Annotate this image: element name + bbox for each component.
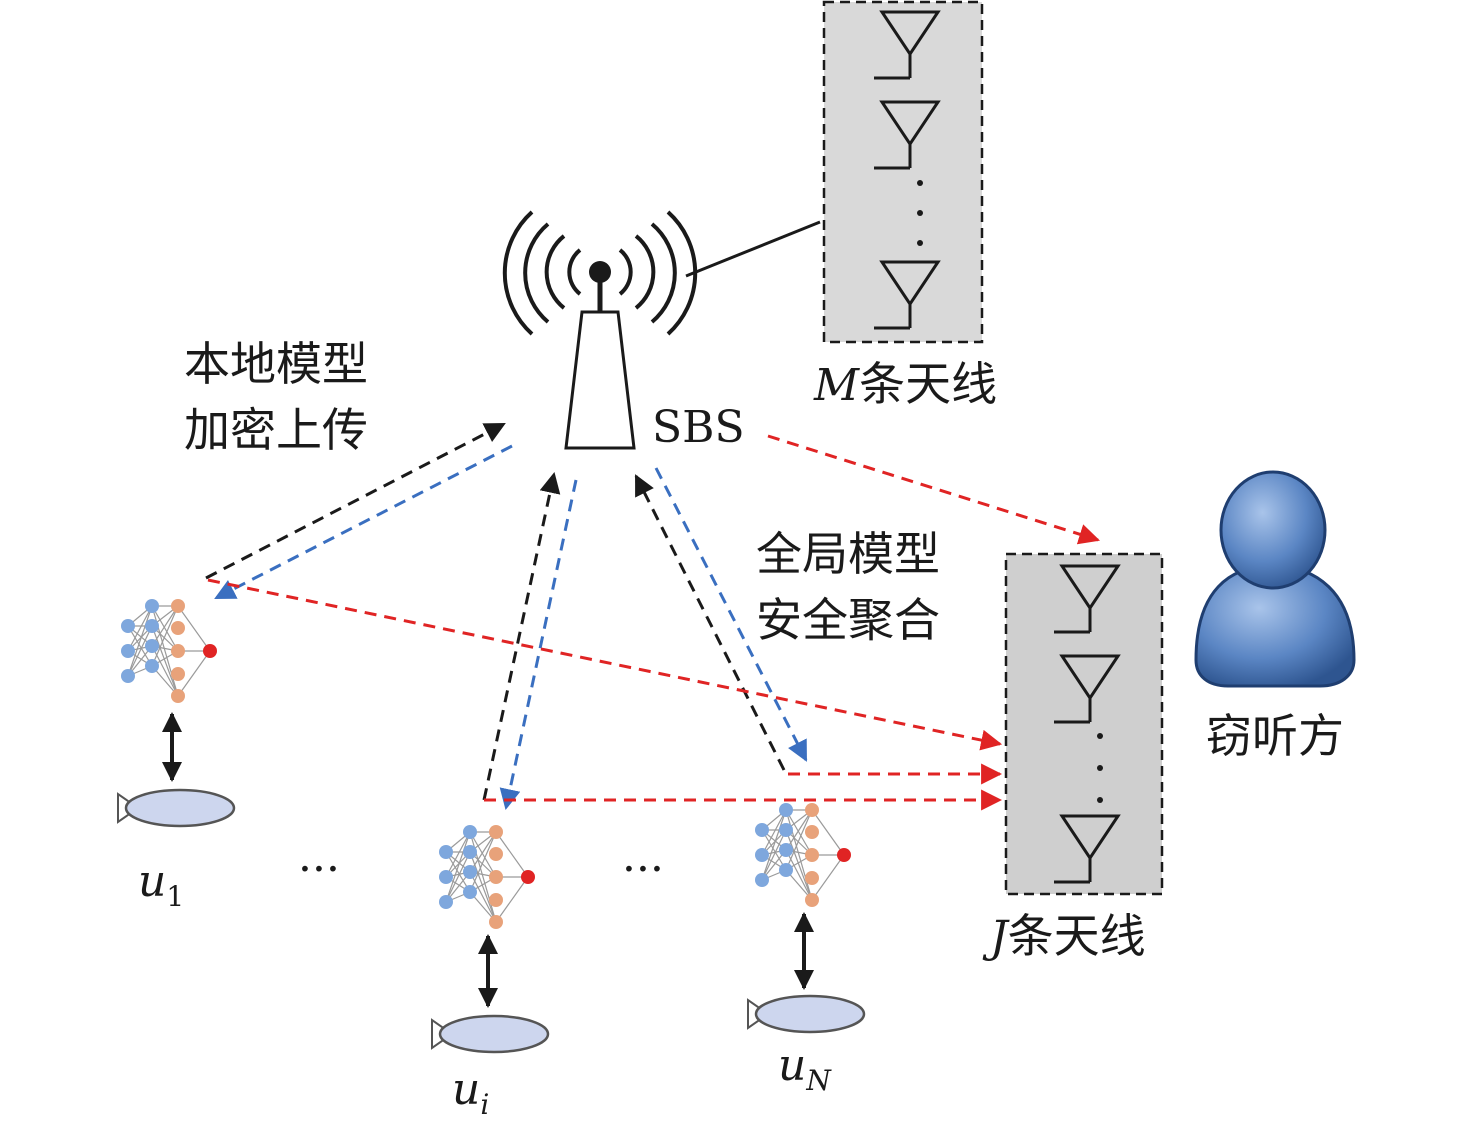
global-agg-label-line1: 全局模型 <box>756 527 940 581</box>
j-antenna-label: J条天线 <box>982 909 1146 963</box>
user-device-icon <box>746 994 866 1034</box>
upload-arrow-userN <box>634 474 786 771</box>
upload-arrow-useri <box>482 471 561 801</box>
local-upload-label-line1: 本地模型 <box>184 337 368 391</box>
ellipsis-left: ··· <box>298 844 340 895</box>
eavesdrop-arrow-user1 <box>207 578 1003 751</box>
user-label-1: u1 <box>138 856 184 913</box>
neural-network-icon <box>120 598 218 704</box>
user-device-icon <box>430 1014 550 1054</box>
upload-download-arrows <box>205 422 808 811</box>
user-label-N: uN <box>778 1040 832 1097</box>
eavesdropper-label: 窃听方 <box>1206 709 1344 763</box>
sbs-label: SBS <box>652 402 745 453</box>
j-antenna-array <box>1004 552 1164 896</box>
download-arrow-user1 <box>214 444 513 600</box>
eavesdropper-person-icon <box>1194 470 1356 688</box>
download-arrow-userN <box>654 467 808 762</box>
upload-arrow-user1 <box>205 422 506 580</box>
user-device-icon <box>116 788 236 828</box>
eavesdrop-arrows <box>207 434 1101 811</box>
local-upload-label-line2: 加密上传 <box>184 403 368 457</box>
m-antenna-array <box>822 0 984 344</box>
base-station-tower-icon <box>502 210 698 450</box>
user-label-i: ui <box>452 1064 489 1121</box>
ellipsis-right: ··· <box>622 844 664 895</box>
neural-network-icon <box>754 802 852 908</box>
download-arrow-useri <box>499 479 578 811</box>
eavesdrop-arrow-sbs <box>767 434 1101 545</box>
global-agg-label-line2: 安全聚合 <box>756 593 940 647</box>
tower-array-link <box>685 220 821 278</box>
neural-network-icon <box>438 824 536 930</box>
m-antenna-label: M条天线 <box>813 357 997 411</box>
